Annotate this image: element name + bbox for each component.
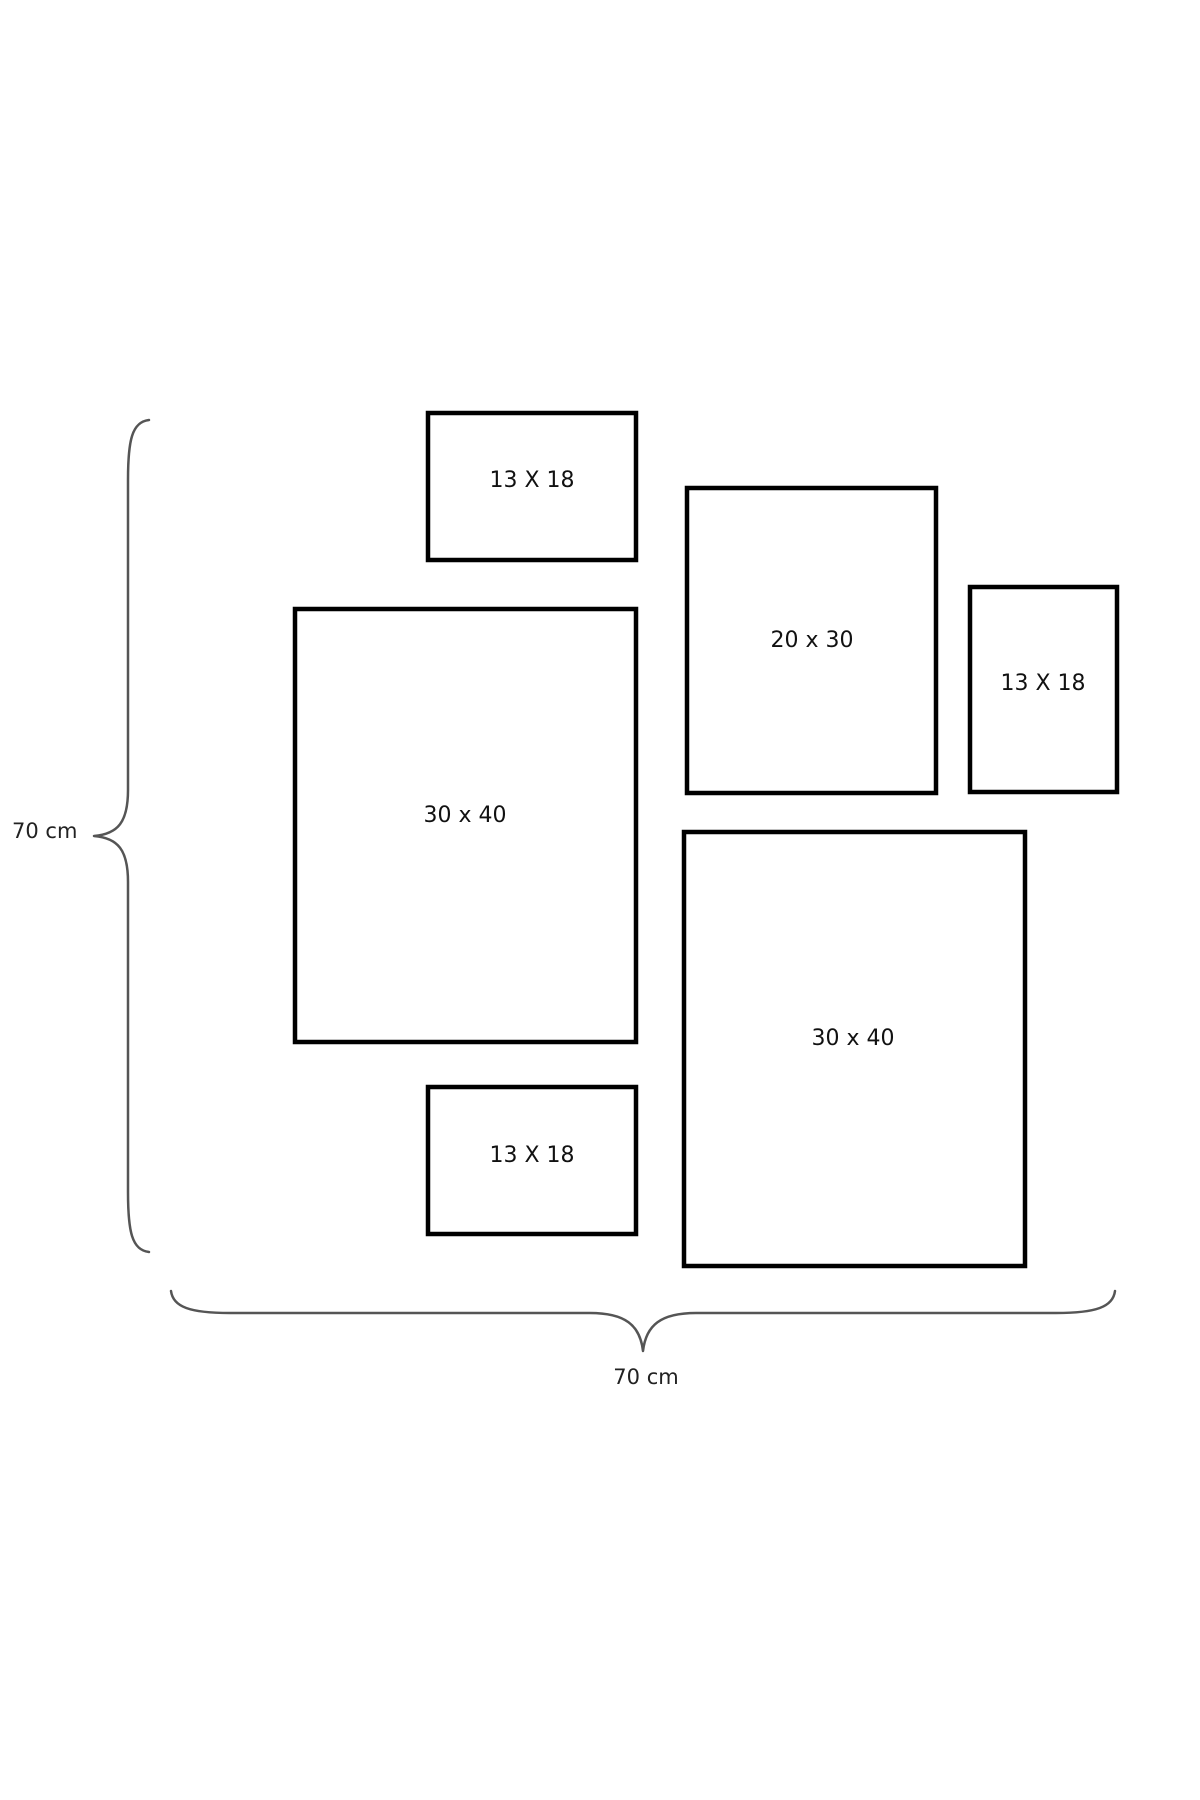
frame-label: 20 x 30 [771,628,854,653]
frame-label: 13 X 18 [1000,671,1085,696]
frame-right-large: 30 x 40 [681,829,1028,1269]
frame-label: 30 x 40 [812,1026,895,1051]
frame-bottom-small: 13 X 18 [425,1084,639,1237]
frame-middle-top: 20 x 30 [684,485,939,796]
frame-label: 13 X 18 [489,1143,574,1168]
frame-label: 30 x 40 [424,803,507,828]
frame-left-large: 30 x 40 [292,606,639,1045]
height-brace [92,418,151,1254]
frame-right-small: 13 X 18 [967,584,1120,795]
width-label: 70 cm [613,1365,678,1389]
frame-top-small: 13 X 18 [425,410,639,563]
frame-label: 13 X 18 [489,468,574,493]
width-brace [169,1289,1117,1353]
height-label: 70 cm [12,819,77,843]
